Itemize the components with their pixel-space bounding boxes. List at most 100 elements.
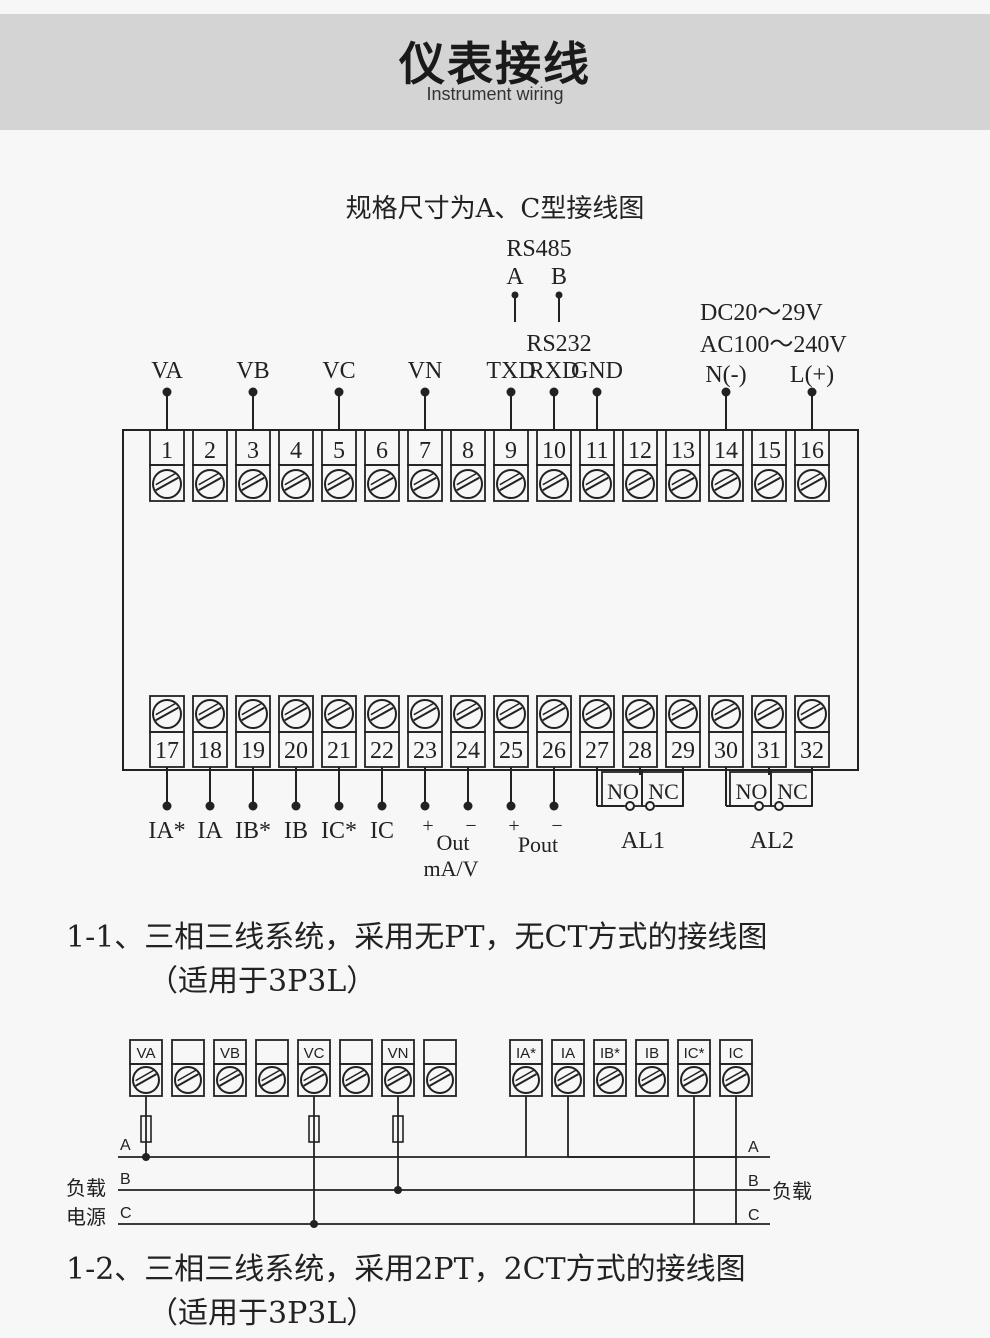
- voltage-terminal-screw-slot2: [135, 1069, 155, 1082]
- current-terminal-screw-slot1: [515, 1073, 537, 1087]
- terminal-top-screw-slot1: [757, 476, 781, 492]
- terminal-bottom-screw-slot1: [413, 706, 437, 722]
- terminal-top-screw-box: [407, 464, 443, 502]
- terminal-top-screw-circle: [496, 469, 526, 499]
- current-terminal-screw-slot2: [557, 1069, 577, 1082]
- vn-node: [394, 1186, 402, 1194]
- al2-nc-label: NC: [777, 779, 808, 804]
- voltage-terminal-screw-box: [255, 1063, 289, 1097]
- terminal-bottom-screw-slot2: [327, 702, 348, 716]
- top-lead-label: VN: [408, 358, 443, 384]
- voltage-terminal-screw-box: [171, 1063, 205, 1097]
- bottom-lead-dot: [549, 801, 559, 811]
- al1-nc-label: NC: [648, 779, 679, 804]
- current-terminal-label: IC*: [684, 1045, 705, 1062]
- terminal-bottom-screw-circle: [324, 699, 354, 729]
- terminal-top-screw-box: [450, 464, 486, 502]
- terminal-bottom-screw-circle: [625, 699, 655, 729]
- power-dc-label: DC20～29V: [700, 300, 823, 326]
- voltage-terminal-screw-slot2: [387, 1069, 407, 1082]
- voltage-terminal-screw-box: [423, 1063, 457, 1097]
- voltage-terminal-screw-slot2: [177, 1069, 197, 1082]
- out-label: Out: [437, 830, 470, 855]
- vn-fuse: [392, 1115, 404, 1143]
- terminal-top-number: 11: [585, 438, 608, 464]
- terminal-bottom-screw-slot1: [327, 706, 351, 722]
- rs485-a-label: A: [506, 264, 524, 290]
- terminal-top-screw-circle: [797, 469, 827, 499]
- voltage-terminal-screw-slot1: [177, 1073, 199, 1087]
- bottom-lead-dot: [377, 801, 387, 811]
- terminal-top-screw-box: [536, 464, 572, 502]
- va-node: [142, 1153, 150, 1161]
- al2-nc-box: [770, 771, 813, 807]
- terminal-bottom-screw-slot2: [585, 702, 606, 716]
- voltage-terminal-screw-slot1: [303, 1073, 325, 1087]
- current-terminal-screw-slot1: [641, 1073, 663, 1087]
- terminal-bottom-screw-slot2: [671, 702, 692, 716]
- al1-contact-1: [625, 801, 635, 811]
- power-lead-dot: [807, 387, 817, 397]
- current-terminal-screw-slot2: [683, 1069, 703, 1082]
- top-lead-label: TXD: [486, 358, 535, 384]
- current-label: IC*: [321, 818, 357, 844]
- power-lead-dot: [721, 387, 731, 397]
- terminal-top-number: 13: [671, 438, 695, 464]
- current-terminal-screw-circle: [680, 1066, 708, 1094]
- terminal-top-screw-slot1: [413, 476, 437, 492]
- terminal-top-screw-box: [708, 464, 744, 502]
- out-plus-label: +: [422, 815, 433, 837]
- terminal-top-screw-circle: [625, 469, 655, 499]
- terminal-top-screw-circle: [582, 469, 612, 499]
- terminal-bottom-screw-slot2: [628, 702, 649, 716]
- load-right-label: 负载: [772, 1179, 812, 1203]
- terminal-bottom-screw-circle: [367, 699, 397, 729]
- phase-c-left-label: C: [120, 1205, 132, 1222]
- terminal-top-screw-slot2: [499, 472, 520, 486]
- terminal-bottom-number: 23: [413, 738, 437, 764]
- terminal-top-number: 7: [419, 438, 431, 464]
- terminal-bottom-screw-slot2: [284, 702, 305, 716]
- terminal-top-screw-slot1: [370, 476, 394, 492]
- terminal-bottom-screw-slot1: [800, 706, 824, 722]
- terminal-bottom-screw-circle: [152, 699, 182, 729]
- current-terminal-screw-circle: [596, 1066, 624, 1094]
- current-terminal-screw-slot1: [683, 1073, 705, 1087]
- terminal-bottom-screw-circle: [668, 699, 698, 729]
- vc-fuse: [308, 1115, 320, 1143]
- voltage-terminal-label: VC: [304, 1045, 325, 1062]
- terminal-top-number: 2: [204, 438, 216, 464]
- current-terminal-screw-slot1: [557, 1073, 579, 1087]
- terminal-top-screw-circle: [754, 469, 784, 499]
- current-label: IC: [370, 818, 394, 844]
- terminal-top-screw-box: [278, 464, 314, 502]
- meter-body: [122, 429, 859, 771]
- terminal-bottom-screw-slot1: [585, 706, 609, 722]
- current-label: IB*: [235, 818, 271, 844]
- terminal-bottom-number: 26: [542, 738, 566, 764]
- bottom-lead-dot: [205, 801, 215, 811]
- current-label: IB: [284, 818, 308, 844]
- voltage-terminal-screw-circle: [216, 1066, 244, 1094]
- phase-b-left-label: B: [120, 1171, 131, 1188]
- terminal-bottom-screw-circle: [453, 699, 483, 729]
- voltage-terminal-screw-slot1: [135, 1073, 157, 1087]
- terminal-bottom-screw-slot1: [456, 706, 480, 722]
- terminal-top-screw-slot1: [714, 476, 738, 492]
- terminal-top-screw-slot1: [198, 476, 222, 492]
- terminal-bottom-screw-circle: [281, 699, 311, 729]
- bottom-lead-dot: [506, 801, 516, 811]
- terminal-bottom-screw-slot2: [370, 702, 391, 716]
- pout-label: Pout: [518, 832, 558, 857]
- voltage-terminal-screw-slot1: [387, 1073, 409, 1087]
- al2-label: AL2: [750, 828, 794, 854]
- current-terminal-screw-slot1: [725, 1073, 747, 1087]
- terminal-top-number: 14: [714, 438, 738, 464]
- terminal-top-screw-slot1: [499, 476, 523, 492]
- al1-contact-2: [645, 801, 655, 811]
- voltage-terminal-screw-slot1: [345, 1073, 367, 1087]
- terminal-bottom-screw-slot1: [198, 706, 222, 722]
- terminal-top-number: 10: [542, 438, 566, 464]
- page-title: 仪表接线: [399, 37, 591, 91]
- terminal-top-number: 4: [290, 438, 302, 464]
